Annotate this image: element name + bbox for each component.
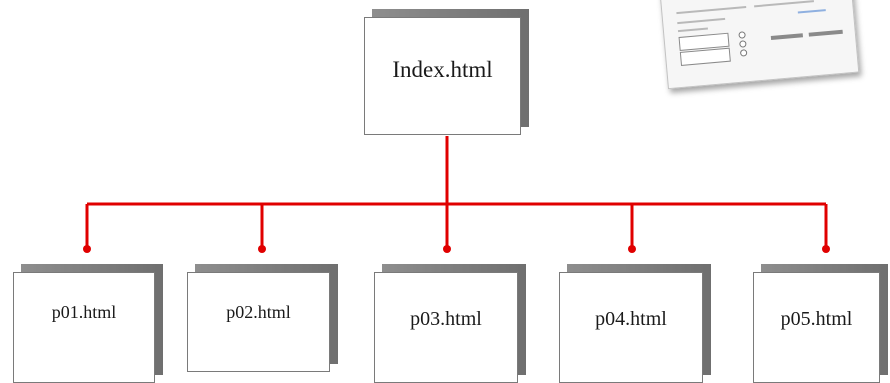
root-page-label: Index.html (392, 57, 493, 82)
child-page-node-p05: p05.html (753, 264, 888, 383)
child-page-label-p01: p01.html (51, 302, 117, 322)
child-page-sheet (559, 272, 703, 383)
connector-dot-p04 (628, 245, 636, 253)
child-page-sheet (374, 272, 518, 383)
child-page-sheet (187, 272, 330, 372)
connector-dot-p01 (83, 245, 91, 253)
child-page-label-p03: p03.html (410, 308, 482, 330)
child-page-sheet (753, 272, 880, 383)
child-page-node-p01: p01.html (13, 264, 163, 383)
child-page-label-p02: p02.html (226, 302, 291, 322)
root-page-node: Index.html (364, 9, 529, 135)
connector-dot-p03 (443, 245, 451, 253)
child-page-node-p03: p03.html (374, 264, 526, 383)
connector-dot-p02 (258, 245, 266, 253)
connector-dot-p05 (822, 245, 830, 253)
child-page-node-p02: p02.html (187, 264, 338, 372)
child-page-label-p04: p04.html (595, 308, 667, 330)
child-page-sheet (13, 272, 155, 383)
child-page-node-p04: p04.html (559, 264, 711, 383)
child-page-label-p05: p05.html (780, 308, 853, 330)
root-page-sheet (364, 17, 521, 135)
